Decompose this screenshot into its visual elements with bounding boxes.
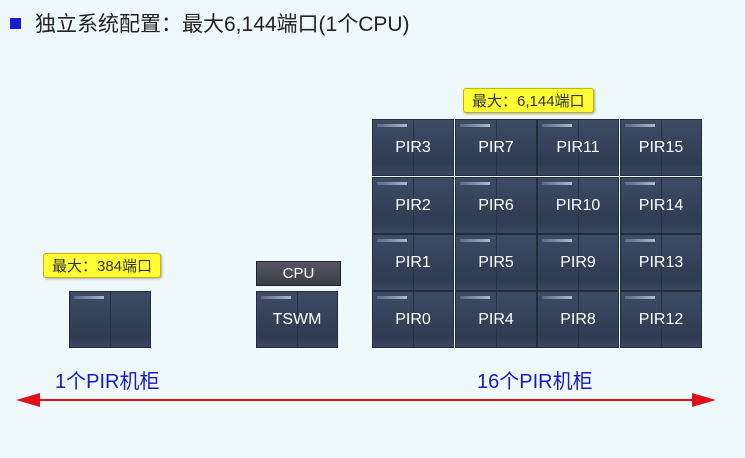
pir-cabinet: PIR6 — [455, 177, 537, 234]
arrow-left-icon — [16, 393, 40, 407]
cabinet-label: PIR5 — [478, 253, 514, 271]
cabinet-label: PIR4 — [478, 310, 514, 328]
cabinet-label: PIR0 — [395, 310, 431, 328]
pir-cabinet: PIR11 — [537, 119, 619, 176]
pir-cabinet: PIR8 — [537, 291, 619, 348]
cabinet-label: PIR6 — [478, 196, 514, 214]
pir-cabinet: PIR0 — [372, 291, 454, 348]
cabinet-label: PIR3 — [395, 138, 431, 156]
slide-title: 独立系统配置：最大6,144端口(1个CPU) — [10, 8, 410, 38]
range-arrow — [16, 393, 716, 407]
cabinet-label: PIR12 — [638, 310, 684, 328]
small-config-label: 1个PIR机柜 — [55, 371, 160, 393]
tswm-label: TSWM — [272, 310, 322, 328]
tswm-cabinet: TSWM — [256, 291, 338, 348]
pir-cabinet: PIR10 — [537, 177, 619, 234]
pir-cabinet: PIR14 — [620, 177, 702, 234]
pir-cabinet — [69, 291, 151, 348]
cabinet-label: PIR15 — [638, 138, 684, 156]
arrow-right-icon — [692, 393, 716, 407]
pir-cabinet: PIR15 — [620, 119, 702, 176]
pir-cabinet: PIR2 — [372, 177, 454, 234]
pir-cabinet: PIR9 — [537, 234, 619, 291]
cabinet-label: PIR14 — [638, 196, 684, 214]
pir-cabinet: PIR12 — [620, 291, 702, 348]
pir-cabinet: PIR13 — [620, 234, 702, 291]
cpu-unit: CPU — [256, 261, 341, 286]
pir-cabinet: PIR4 — [455, 291, 537, 348]
cabinet-label: PIR2 — [395, 196, 431, 214]
bullet-icon — [10, 17, 21, 29]
cabinet-label: PIR11 — [556, 138, 600, 156]
cabinet-label: PIR13 — [638, 253, 684, 271]
pir-cabinet: PIR5 — [455, 234, 537, 291]
cabinet-label: PIR10 — [555, 196, 601, 214]
large-capacity-tag: 最大：6,144端口 — [463, 88, 594, 113]
large-config-label: 16个PIR机柜 — [477, 371, 593, 393]
cabinet-label: PIR1 — [395, 253, 431, 271]
cabinet-label: PIR9 — [560, 253, 596, 271]
pir-cabinet: PIR7 — [455, 119, 537, 176]
pir-cabinet: PIR1 — [372, 234, 454, 291]
cabinet-label: PIR8 — [560, 310, 596, 328]
pir-cabinet: PIR3 — [372, 119, 454, 176]
small-capacity-tag: 最大：384端口 — [43, 253, 162, 278]
cpu-label: CPU — [282, 265, 315, 282]
title-text: 独立系统配置：最大6,144端口(1个CPU) — [35, 13, 410, 36]
cabinet-label: PIR7 — [478, 138, 514, 156]
